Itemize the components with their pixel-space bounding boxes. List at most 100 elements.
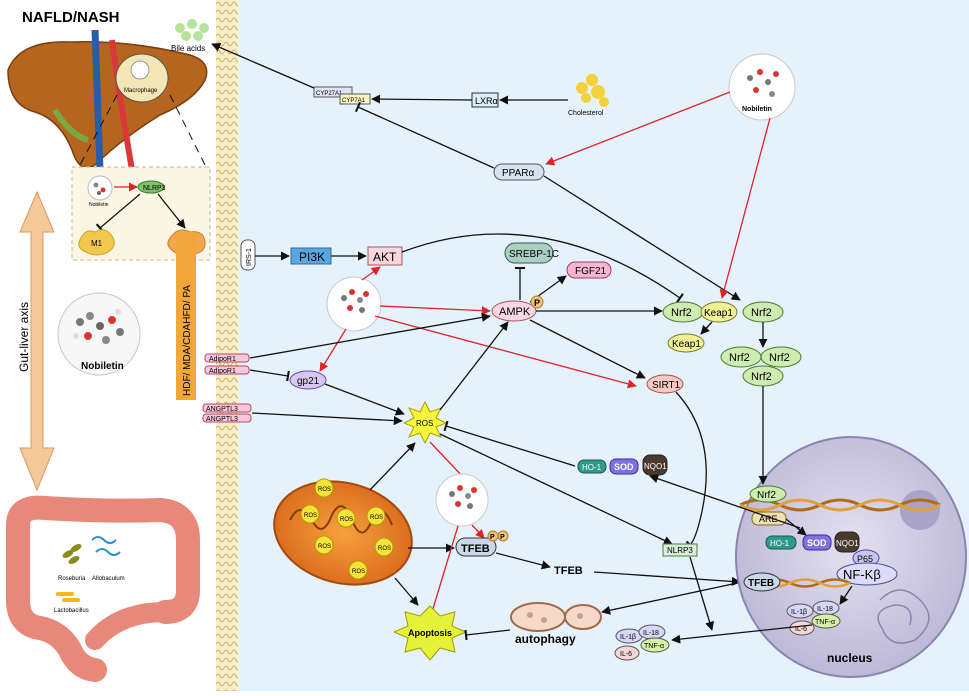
roseburia-label: Roseburia xyxy=(58,576,86,582)
ho1-node xyxy=(577,459,607,474)
pi3k-label: PI3K xyxy=(299,250,325,264)
tnfa-node xyxy=(640,637,670,653)
nfkb-to-cytokines xyxy=(839,585,853,605)
nfkb-label: NF-Kβ xyxy=(843,567,881,582)
tfeb-a-node xyxy=(455,537,497,557)
mito-ros-2: ROS xyxy=(304,513,317,519)
cyp27a1-node xyxy=(313,86,353,98)
mito-to-apoptosis xyxy=(394,577,419,606)
akt-inhibit-keap1 xyxy=(401,233,684,303)
cholesterol-label: Cholesterol xyxy=(568,110,604,117)
inset-nobiletin-label: Nobiletin xyxy=(89,202,109,208)
nucleus-il6-label: IL-6 xyxy=(795,626,807,633)
adipor1-label-a: AdipoR1 xyxy=(209,356,236,363)
ho1-label: HO-1 xyxy=(582,463,602,472)
akt-node xyxy=(367,246,403,266)
nlrp3-to-cytokines xyxy=(689,556,714,631)
sirt1-node xyxy=(646,374,684,394)
mito-ros-3: ROS xyxy=(340,517,353,523)
autophagy-inhibit-apoptosis xyxy=(464,629,511,641)
intestine-illustration xyxy=(6,495,200,682)
nrf2-c-label: Nrf2 xyxy=(729,352,750,364)
nucleus-nqo1-node xyxy=(834,531,860,553)
are-label: ARE xyxy=(759,514,778,524)
nucleus-tfeb-node xyxy=(743,572,781,592)
lactobacillus-icon xyxy=(56,592,80,602)
ampk-p-label: P xyxy=(534,298,540,308)
molecule-atoms-center xyxy=(341,289,369,313)
ros-node xyxy=(402,400,448,445)
nucleus-tnfa-label: TNF-α xyxy=(815,619,835,626)
adipor1-receptor-a xyxy=(204,353,250,363)
tfeb-phospho-2 xyxy=(497,530,509,542)
chromatin-illustration xyxy=(877,589,930,644)
inset-nobiletin-molecule-icon xyxy=(87,175,113,201)
nrf2-b-label: Nrf2 xyxy=(751,307,772,319)
nrf2-a-label: Nrf2 xyxy=(671,307,692,319)
mito-ros-6: ROS xyxy=(378,546,391,552)
tfeb-p2-label: P xyxy=(500,534,505,541)
mito-ros-4: ROS xyxy=(370,515,383,521)
sirt1-label: SIRT1 xyxy=(652,380,681,391)
keap1-a-label: Keap1 xyxy=(704,308,733,319)
nlrp3-node xyxy=(662,543,698,557)
p65-label: P65 xyxy=(857,554,873,564)
cell-membrane xyxy=(216,0,238,691)
liver-illustration xyxy=(7,29,208,171)
allobaculum-icon xyxy=(91,536,121,556)
ros-to-nlrp3 xyxy=(439,433,673,545)
nrf2-d-node xyxy=(760,346,802,368)
panel-title: NAFLD/NASH xyxy=(22,9,120,26)
ampk-label: AMPK xyxy=(499,306,531,318)
molecule-atoms-top xyxy=(747,69,779,97)
angptl3-receptor-b xyxy=(202,413,252,423)
ros-to-ampk xyxy=(439,321,509,411)
angptl3-label-a: ANGPTL3 xyxy=(206,406,238,413)
ampk-phospho-badge xyxy=(530,295,544,309)
fgf21-node xyxy=(566,261,612,279)
nucleus-ho1-node xyxy=(765,535,797,550)
nucleus-il1b-node xyxy=(786,603,814,619)
inset-nlrp3-label: NLRP3 xyxy=(143,185,166,192)
ampk-to-sirt1 xyxy=(529,319,646,379)
diet-model-bar xyxy=(176,232,196,400)
tfeb-b-label: TFEB xyxy=(554,565,583,577)
nobiletin-to-gp21 xyxy=(319,328,347,372)
nobiletin-to-ppara xyxy=(545,91,731,166)
ppara-label: PPARα xyxy=(502,168,534,179)
nobiletin-to-keap1 xyxy=(719,117,771,299)
autophagy-label: autophagy xyxy=(515,632,576,646)
cyp27a1-label: CYP27A1 xyxy=(316,91,343,97)
cytokines-export xyxy=(671,624,813,644)
adipor1-label-b: AdipoR1 xyxy=(209,368,236,375)
macrophage-label: Macrophage xyxy=(124,88,158,94)
ppara-to-nrf2 xyxy=(543,175,741,301)
ppara-node xyxy=(493,163,545,181)
lactobacillus-label: Lactobacillus xyxy=(54,608,89,614)
molecule-atoms-lower xyxy=(449,485,477,509)
gp21-label: gp21 xyxy=(297,376,320,387)
adipor1-to-ampk xyxy=(249,312,491,359)
m1-label: M1 xyxy=(91,239,103,248)
angptl3-receptor-a xyxy=(202,403,252,413)
inset-promote-m2 xyxy=(157,193,186,229)
tfeb-to-autophagy xyxy=(601,581,743,615)
irs1-label: IRS-1 xyxy=(246,248,253,266)
antioxidant-inhibit-ros xyxy=(443,420,576,467)
nobiletin-left-label: Nobiletin xyxy=(81,361,124,372)
roseburia-icon xyxy=(62,544,82,564)
nucleus-tnfa-node xyxy=(811,613,841,629)
sod-label: SOD xyxy=(614,462,634,472)
nucleus-tfeb-label: TFEB xyxy=(748,578,774,589)
keap1-release xyxy=(700,321,713,335)
mito-ros-cluster xyxy=(300,478,394,580)
nobiletin-to-akt xyxy=(361,266,381,281)
angptl3-to-ros xyxy=(251,412,403,426)
srebp1c-node xyxy=(504,242,554,264)
nucleus-il1b-label: IL-1β xyxy=(791,609,807,616)
mito-ros-7: ROS xyxy=(352,569,365,575)
cholesterol-icon xyxy=(576,74,609,107)
il6-node xyxy=(614,645,640,661)
apoptosis-node xyxy=(392,605,468,661)
